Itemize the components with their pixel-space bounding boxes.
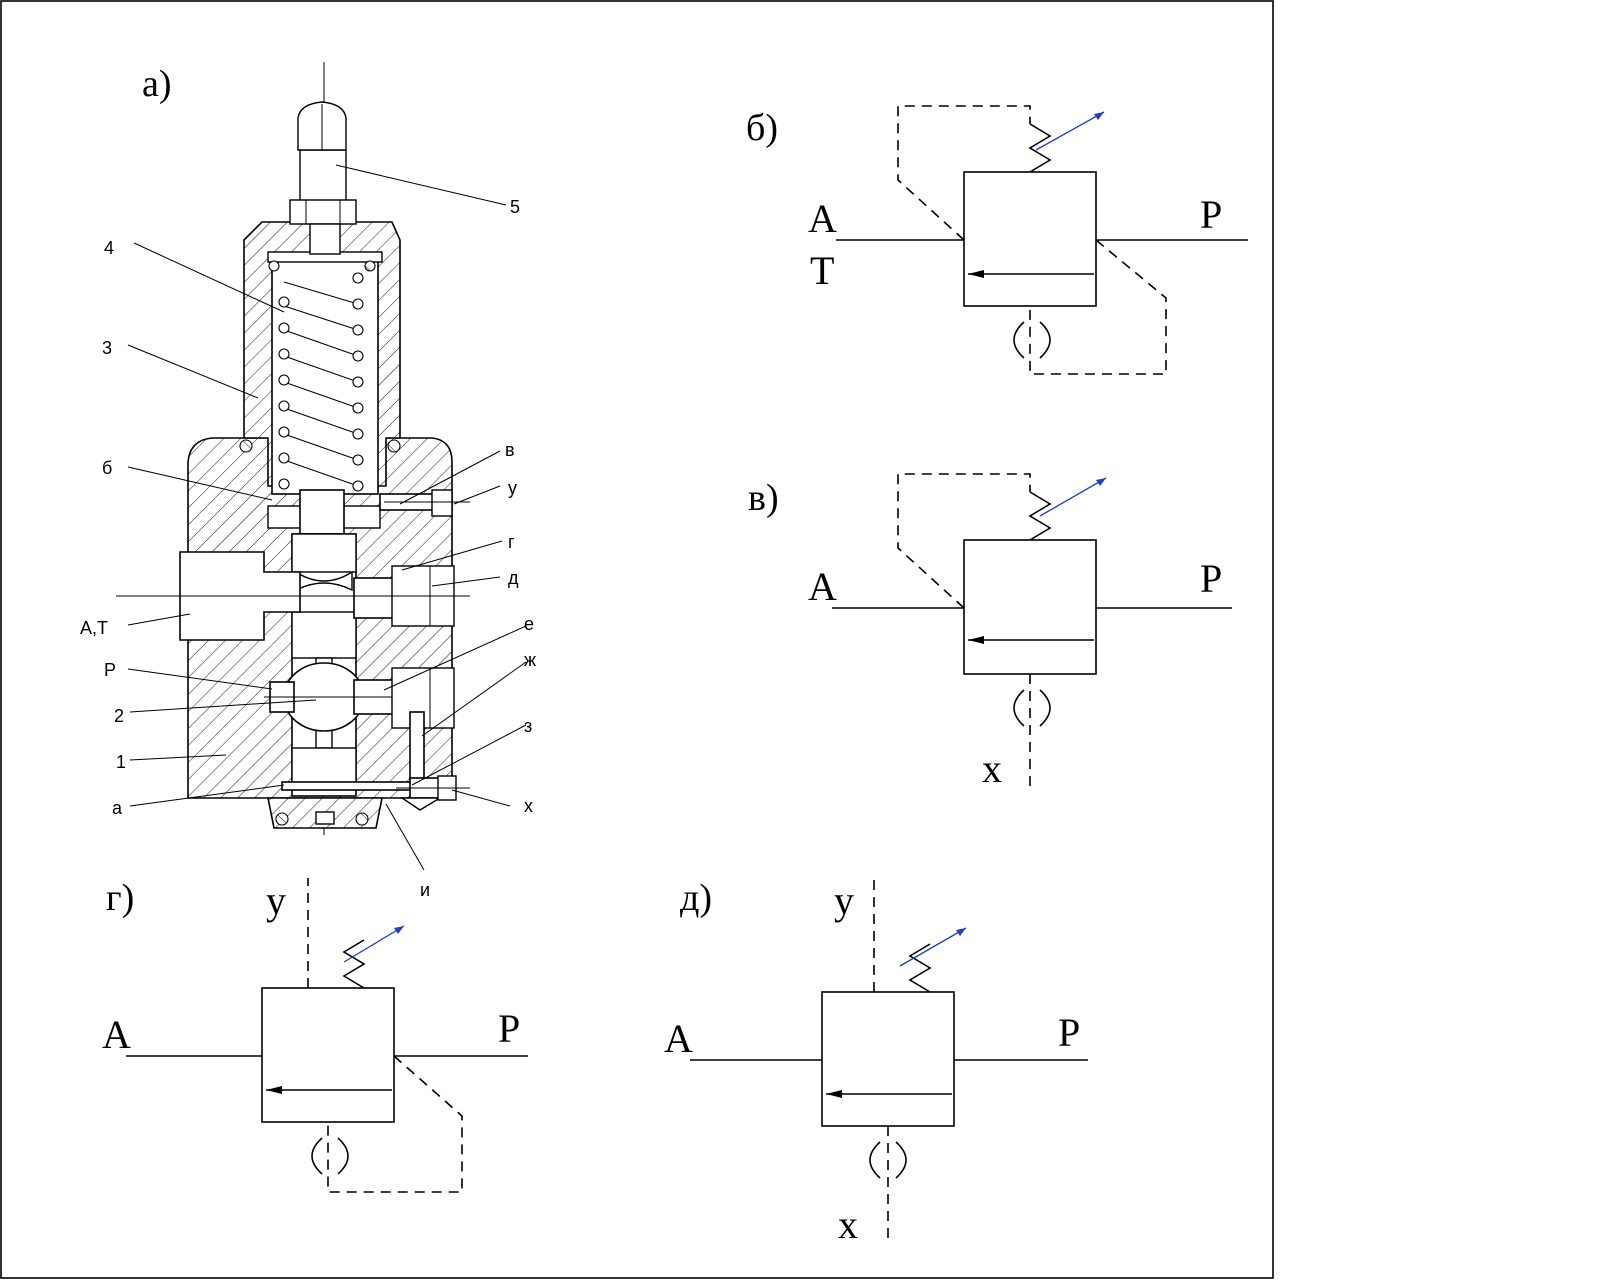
panel-label-b: б) <box>746 107 778 149</box>
label-i: и <box>420 880 430 900</box>
label-e: е <box>524 614 534 634</box>
label-4: 4 <box>104 238 114 258</box>
adjusting-screw <box>289 101 357 255</box>
label-a: а <box>112 798 123 818</box>
valve-box <box>821 991 955 1127</box>
symbol-g: г) у А Р <box>102 877 528 1193</box>
symbol-d: д) у А Р х <box>664 877 1088 1247</box>
panel-label-d: д) <box>680 877 712 919</box>
port-a: А <box>664 1016 693 1061</box>
label-d: д <box>508 568 519 588</box>
label-zh: ж <box>524 650 536 670</box>
label-p: Р <box>104 660 116 680</box>
label-3: 3 <box>102 338 112 358</box>
port-a: А <box>102 1012 131 1057</box>
port-p: Р <box>1200 556 1222 601</box>
panel-label-g: г) <box>106 877 134 919</box>
port-a: А <box>808 196 837 241</box>
port-y: у <box>834 878 854 923</box>
label-z: з <box>524 716 532 736</box>
label-2: 2 <box>114 706 124 726</box>
label-x: х <box>524 796 533 816</box>
label-5: 5 <box>510 197 520 217</box>
port-p: Р <box>1200 192 1222 237</box>
spool <box>291 533 357 789</box>
panel-label-v: в) <box>748 477 779 519</box>
port-a: А <box>808 564 837 609</box>
label-g: г <box>508 532 515 552</box>
sheet-frame <box>0 0 1274 1279</box>
symbol-v: в) А Р х <box>748 473 1232 791</box>
leader-lines <box>127 164 527 871</box>
port-x: х <box>838 1202 858 1247</box>
spring-cavity <box>271 257 379 495</box>
panel-label-a: а) <box>142 63 172 105</box>
valve-box <box>963 539 1097 675</box>
label-v: в <box>505 440 515 460</box>
port-x: х <box>982 746 1002 791</box>
valve-box <box>963 171 1097 307</box>
port-p: Р <box>1058 1010 1080 1055</box>
label-b: б <box>102 458 112 478</box>
port-t: Т <box>810 248 834 293</box>
symbol-b: б) А Т Р <box>746 105 1248 375</box>
sectional-view: а) 5 4 3 б в у г д А,Т е Р ж 2 з 1 а х и <box>80 62 536 900</box>
port-y: у <box>266 878 286 923</box>
valve-box <box>261 987 395 1123</box>
label-at: А,Т <box>80 618 108 638</box>
label-u: у <box>508 478 517 498</box>
port-p: Р <box>498 1006 520 1051</box>
label-1: 1 <box>116 752 126 772</box>
